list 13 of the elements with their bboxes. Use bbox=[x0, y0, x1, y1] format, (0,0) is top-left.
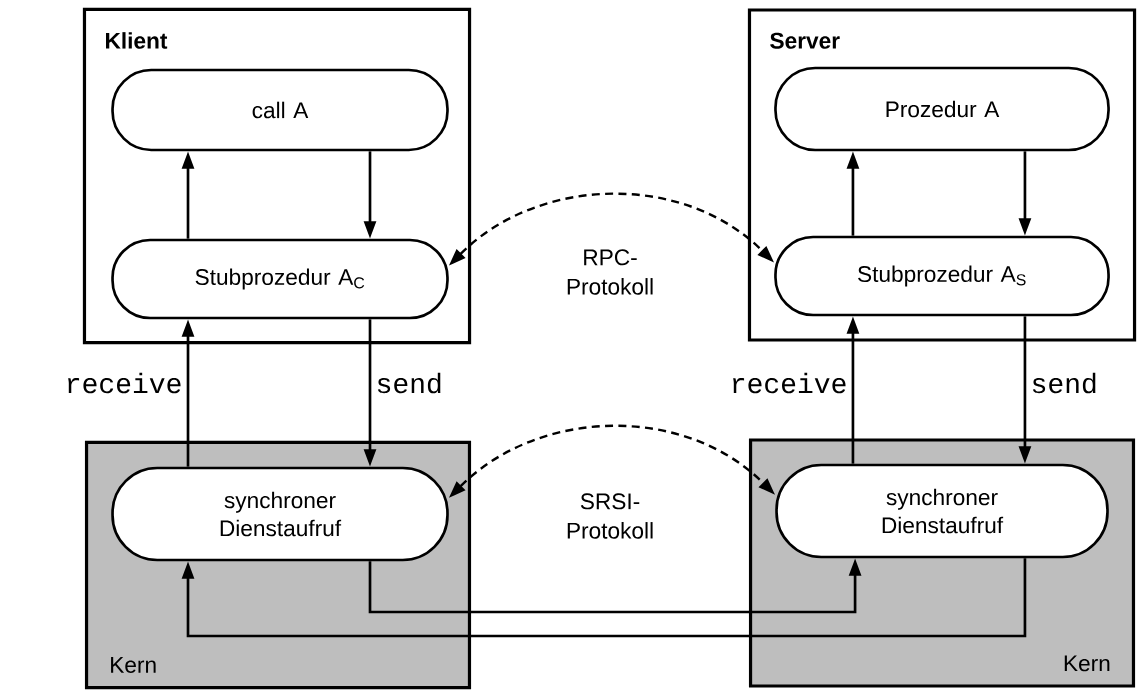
process-box: Stubprozedur A$_{C}$ bbox=[111, 238, 449, 320]
process-box: synchroner Dienstaufruf bbox=[111, 466, 449, 562]
process-box: synchroner Dienstaufruf bbox=[775, 463, 1109, 559]
edge-label: receive bbox=[63, 371, 184, 395]
arrow bbox=[181, 558, 1027, 638]
process-box: Prozedur A bbox=[774, 66, 1110, 152]
edge-label: RPC- Protokoll bbox=[555, 248, 665, 297]
process-box: Stubprozedur A$_{S}$ bbox=[774, 235, 1110, 317]
edge-label: receive bbox=[728, 371, 849, 395]
edge-label: send bbox=[1029, 371, 1100, 395]
edge-label: send bbox=[374, 371, 445, 395]
process-box: call A bbox=[111, 68, 449, 152]
edge-label: SRSI- Protokoll bbox=[555, 492, 665, 541]
